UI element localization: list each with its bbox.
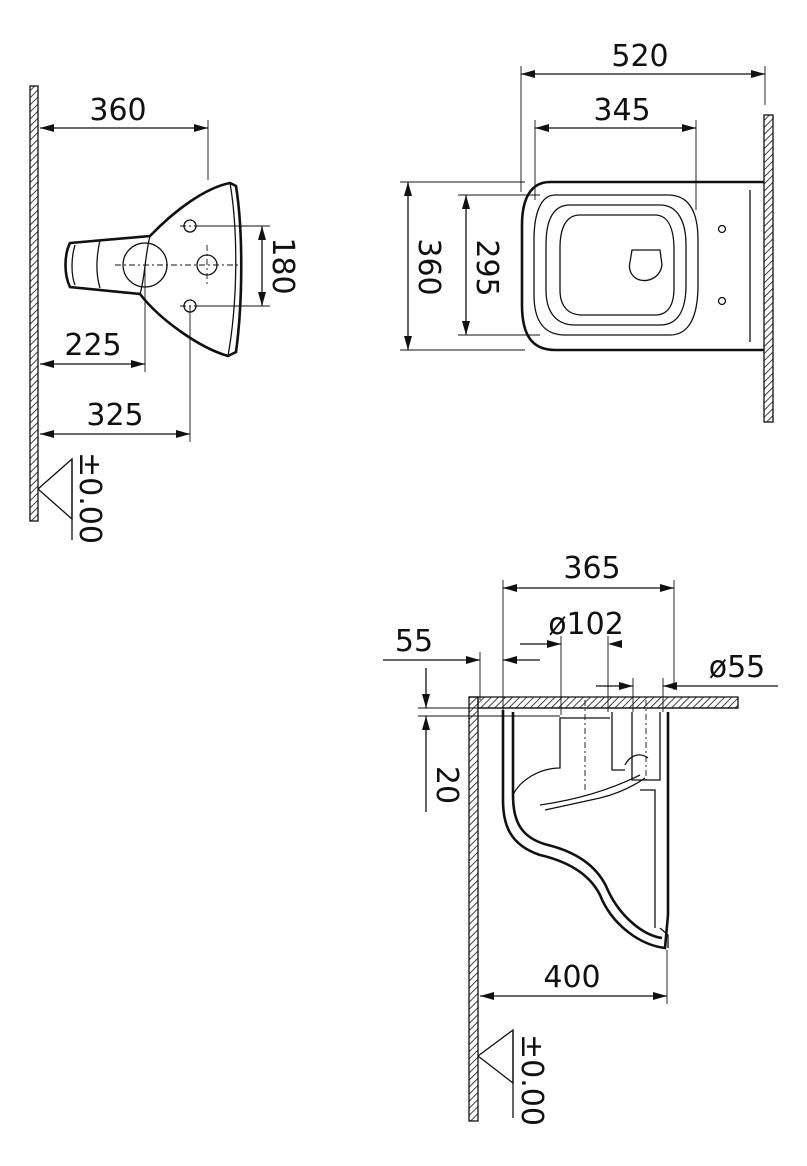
dim-label-400: 400 bbox=[543, 960, 600, 995]
wc-section-outline bbox=[501, 700, 670, 950]
dim-label-360-front: 360 bbox=[89, 93, 146, 128]
dim-label-55-left: 55 bbox=[395, 624, 433, 659]
section-view: 365 ø102 55 ø55 20 bbox=[383, 551, 778, 1126]
dim-label-365: 365 bbox=[563, 551, 620, 586]
dim-label-55-pipe: ø55 bbox=[709, 650, 766, 685]
dim-label-360-top: 360 bbox=[411, 238, 446, 295]
dim-label-102: ø102 bbox=[548, 607, 624, 642]
level-marker-section bbox=[477, 1028, 514, 1118]
dim-label-325: 325 bbox=[86, 398, 143, 433]
wc-top-outline bbox=[520, 180, 764, 352]
wall-front-view bbox=[29, 85, 39, 522]
front-view: 360 180 225 bbox=[29, 85, 300, 544]
level-label-section: ±0.00 bbox=[514, 1034, 549, 1126]
wall-top-view bbox=[763, 114, 774, 423]
dim-label-295: 295 bbox=[469, 239, 504, 296]
level-label-front: ±0.00 bbox=[72, 452, 107, 544]
level-marker-front bbox=[37, 457, 73, 540]
dim-label-225: 225 bbox=[64, 328, 121, 363]
dim-label-345: 345 bbox=[593, 93, 650, 128]
dim-label-180: 180 bbox=[265, 237, 300, 294]
top-view: 520 345 360 295 bbox=[400, 39, 774, 423]
dim-label-20: 20 bbox=[429, 766, 464, 804]
wall-section-view bbox=[468, 696, 479, 1122]
dim-label-520: 520 bbox=[611, 39, 668, 74]
